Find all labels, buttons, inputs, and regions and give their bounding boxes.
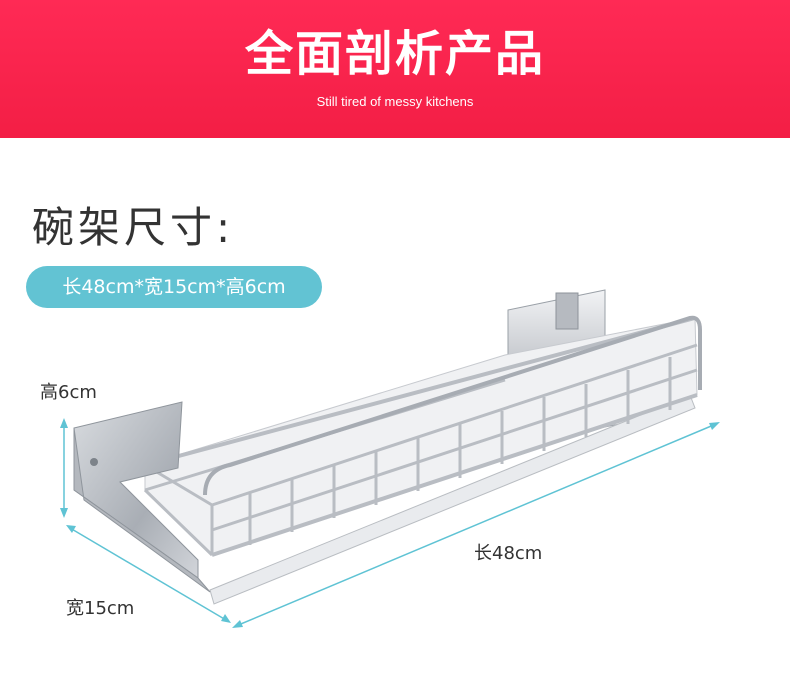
length-dimension-line bbox=[235, 423, 717, 627]
section-title: 碗架尺寸: bbox=[32, 203, 235, 252]
left-wall-bracket bbox=[73, 401, 211, 593]
dimension-lines bbox=[60, 418, 720, 628]
length-dimension-label: 长48cm bbox=[474, 543, 543, 564]
size-summary-badge: 长48cm*宽15cm*高6cm bbox=[26, 266, 322, 308]
wire-basket bbox=[143, 315, 702, 557]
banner-subtitle: Still tired of messy kitchens bbox=[316, 94, 474, 109]
height-dimension-label: 高6cm bbox=[40, 382, 97, 403]
banner-title: 全面剖析产品 bbox=[244, 26, 545, 82]
width-dimension-line bbox=[69, 527, 227, 621]
width-dimension-label: 宽15cm bbox=[66, 598, 135, 619]
header-banner: 全面剖析产品 Still tired of messy kitchens bbox=[0, 0, 790, 138]
drip-tray bbox=[209, 394, 696, 605]
